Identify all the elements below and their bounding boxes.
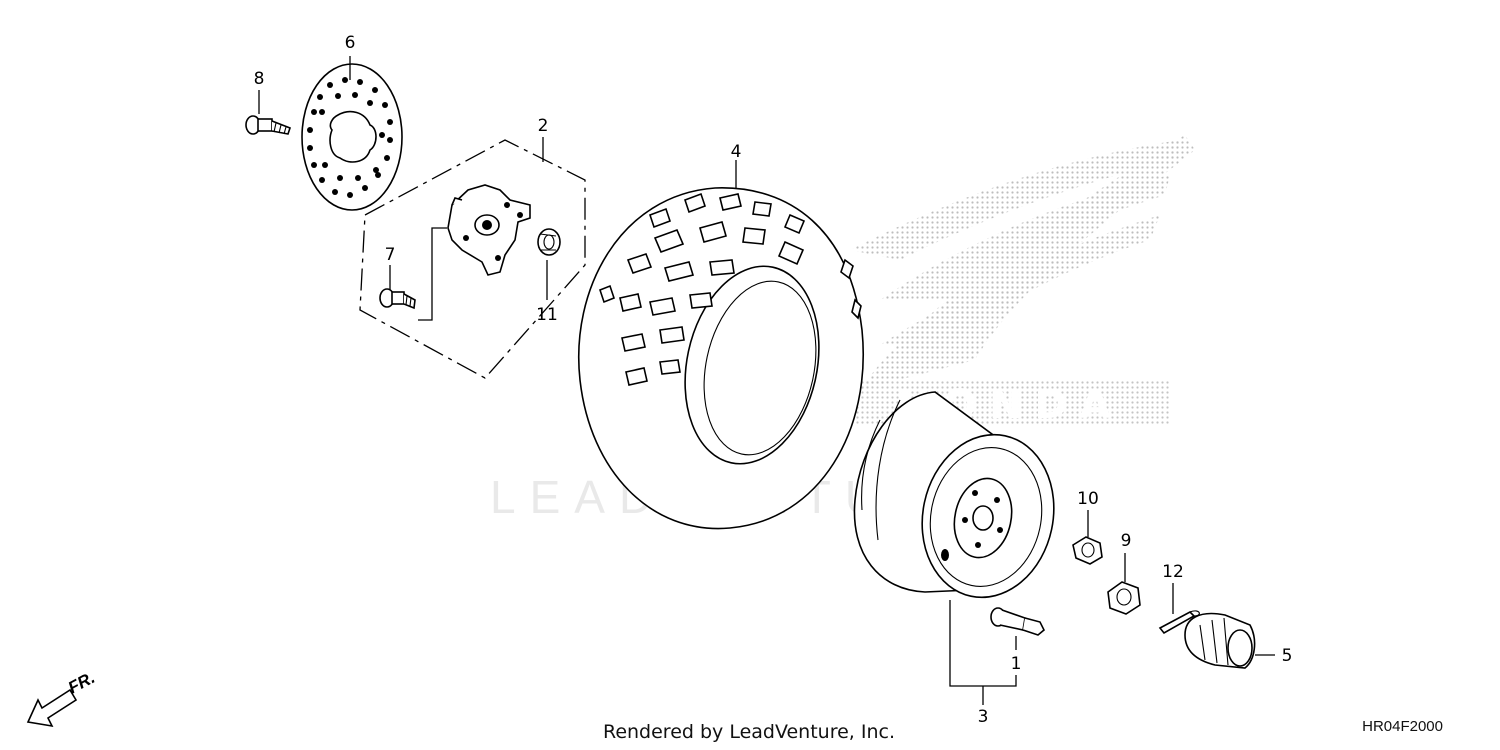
front-direction-indicator: FR. bbox=[26, 668, 98, 728]
callout-11: 11 bbox=[536, 305, 558, 325]
hub-cap[interactable] bbox=[1184, 612, 1256, 669]
front-wheel[interactable] bbox=[853, 391, 1068, 610]
callout-9: 9 bbox=[1121, 531, 1132, 551]
callout-7: 7 bbox=[385, 245, 396, 265]
disc-bolt[interactable] bbox=[245, 115, 291, 135]
front-hub[interactable] bbox=[447, 184, 531, 276]
hub-assembly-box bbox=[359, 139, 586, 379]
valve-stem[interactable] bbox=[990, 607, 1045, 636]
callout-6: 6 bbox=[345, 33, 356, 53]
wheel-nut[interactable] bbox=[1072, 536, 1103, 565]
front-tire[interactable] bbox=[578, 187, 864, 530]
callout-1: 1 bbox=[1011, 654, 1022, 674]
brake-disc[interactable] bbox=[301, 63, 403, 211]
callout-10: 10 bbox=[1077, 489, 1099, 509]
callout-2: 2 bbox=[538, 116, 549, 136]
callout-12: 12 bbox=[1162, 562, 1184, 582]
axle-nut[interactable] bbox=[1107, 581, 1141, 615]
callout-4: 4 bbox=[731, 142, 742, 162]
hub-bearing[interactable] bbox=[537, 228, 561, 256]
rendered-by-credit: Rendered by LeadVenture, Inc. bbox=[603, 721, 895, 743]
leader-lines bbox=[258, 56, 1275, 705]
front-arrow-icon bbox=[26, 688, 78, 728]
callout-3: 3 bbox=[978, 707, 989, 727]
hub-bolt[interactable] bbox=[379, 288, 416, 310]
callout-8: 8 bbox=[254, 69, 265, 89]
diagram-code: HR04F2000 bbox=[1362, 718, 1443, 735]
hub-bolt-leader bbox=[418, 227, 447, 321]
callout-5: 5 bbox=[1282, 646, 1293, 666]
honda-wing-logo: HONDA bbox=[850, 135, 1195, 428]
